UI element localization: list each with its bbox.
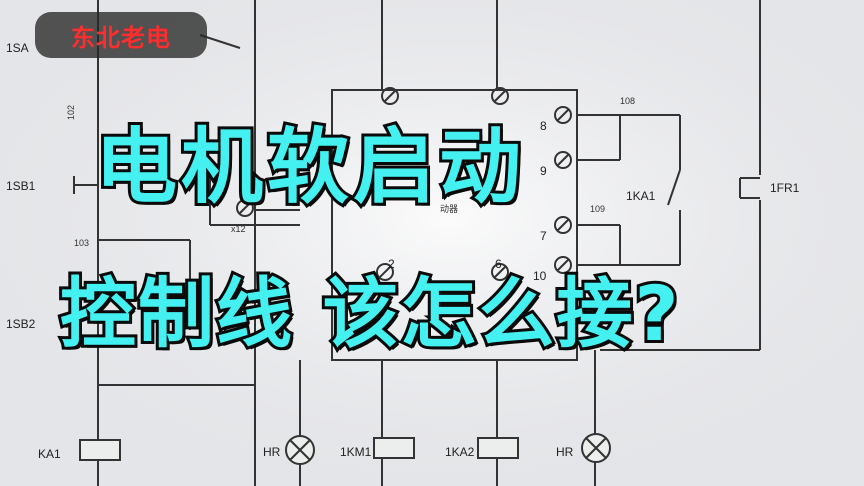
coil-ka2 bbox=[477, 437, 519, 459]
label-sb2: 1SB2 bbox=[6, 317, 36, 331]
label-terminal-2: 2 bbox=[388, 257, 395, 271]
label-hr-left: HR bbox=[263, 445, 281, 459]
coil-ka1 bbox=[79, 439, 121, 461]
label-ka2: 1KA2 bbox=[445, 445, 475, 459]
headline-line-2: 控制线 该怎么接? bbox=[57, 266, 682, 361]
label-102: 102 bbox=[66, 105, 76, 120]
label-terminal-10: 10 bbox=[533, 269, 547, 283]
components bbox=[79, 433, 611, 465]
label-hr-right: HR bbox=[556, 445, 574, 459]
label-108: 108 bbox=[620, 96, 635, 106]
label-ka1-coil: KA1 bbox=[38, 447, 61, 461]
label-ka1-contact: 1KA1 bbox=[626, 189, 656, 203]
coil-km1 bbox=[373, 437, 415, 459]
channel-brand-badge: 东北老电 bbox=[35, 12, 207, 58]
headline-line-1: 电机软启动 bbox=[92, 117, 526, 218]
brand-label: 东北老电 bbox=[71, 23, 171, 52]
label-sb1: 1SB1 bbox=[6, 179, 36, 193]
label-109: 109 bbox=[590, 204, 605, 214]
wires bbox=[73, 0, 761, 486]
label-fr1: 1FR1 bbox=[770, 181, 800, 195]
label-terminal-9: 9 bbox=[540, 164, 547, 178]
label-device: 动器 bbox=[440, 204, 458, 214]
label-x12: x12 bbox=[231, 224, 246, 234]
label-km1: 1KM1 bbox=[340, 445, 372, 459]
label-terminal-7: 7 bbox=[540, 229, 547, 243]
label-103: 103 bbox=[74, 238, 89, 248]
label-terminal-8: 8 bbox=[540, 119, 547, 133]
label-terminal-6: 6 bbox=[495, 257, 502, 271]
terminals bbox=[236, 87, 572, 281]
label-sa: 1SA bbox=[6, 41, 29, 55]
